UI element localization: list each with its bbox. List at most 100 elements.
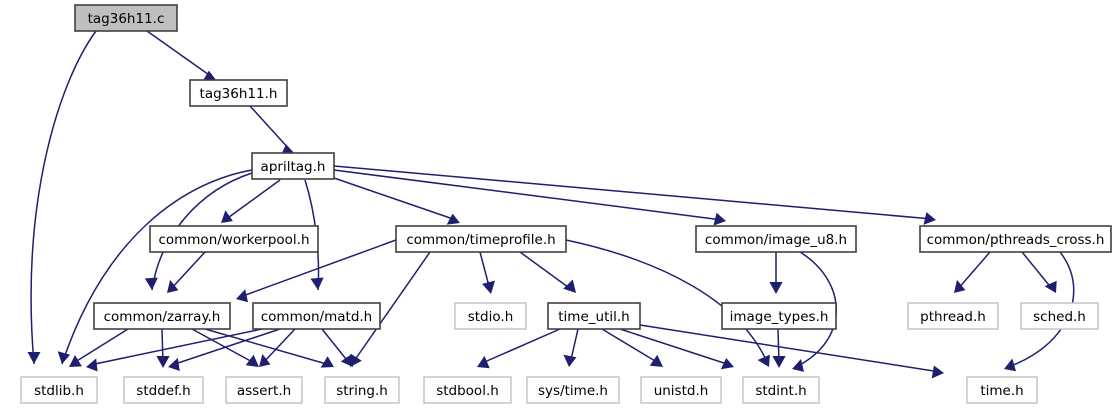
edge-timeprofile_h-to-time_util_h [519, 251, 573, 291]
node-sched_h[interactable]: sched.h [1020, 302, 1099, 330]
node-box-stdlib_h[interactable] [20, 376, 98, 404]
node-box-stdio_h[interactable] [454, 302, 527, 330]
arrowhead-zarray_h-to-stdlib_h [69, 355, 82, 367]
arrowhead-time_util_h-to-sys_time_h [563, 354, 577, 367]
arrowhead-pthreads_cross_h-to-sched_h [1044, 280, 1057, 293]
edge-pthreads_cross_h-to-pthread_h [956, 251, 991, 291]
edge-tag36h11_c-to-tag36h11_h [146, 30, 213, 78]
node-tag36h11_c[interactable]: tag36h11.c [74, 4, 178, 32]
arrowhead-timeprofile_h-to-stdint_h [757, 354, 770, 367]
node-assert_h[interactable]: assert.h [225, 376, 303, 404]
node-pthreads_cross_h[interactable]: common/pthreads_cross.h [919, 225, 1112, 253]
node-workerpool_h[interactable]: common/workerpool.h [149, 225, 319, 253]
arrowhead-workerpool_h-to-zarray_h [167, 279, 179, 293]
arrowhead-matd_h-to-assert_h [259, 354, 271, 367]
node-box-tag36h11_h[interactable] [189, 79, 288, 107]
arrowhead-apriltag_h-to-zarray_h [144, 277, 158, 290]
arrowhead-timeprofile_h-to-time_util_h [563, 279, 576, 293]
arrowhead-apriltag_h-to-image_u8_h [713, 212, 726, 226]
arrowhead-pthreads_cross_h-to-time_h [1004, 358, 1016, 372]
edge-tag36h11_c-to-stdlib_h [30, 30, 97, 365]
arrowhead-time_util_h-to-stdint_h [720, 358, 734, 370]
arrowhead-image_types_h-to-stdint_h [772, 356, 786, 368]
node-box-image_types_h[interactable] [721, 302, 837, 330]
arrowhead-matd_h-to-string_h [340, 354, 353, 367]
arrowhead-zarray_h-to-assert_h [245, 354, 259, 367]
edge-timeprofile_h-to-string_h [351, 251, 431, 365]
node-box-stdbool_h[interactable] [423, 376, 512, 404]
node-time_h[interactable]: time.h [966, 376, 1038, 404]
node-box-tag36h11_c[interactable] [74, 4, 178, 32]
edge-time_util_h-to-time_h [639, 324, 941, 373]
node-box-stddef_h[interactable] [123, 376, 204, 404]
node-image_types_h[interactable]: image_types.h [721, 302, 837, 330]
edge-workerpool_h-to-zarray_h [169, 251, 206, 291]
arrowhead-image_u8_h-to-image_types_h [769, 282, 783, 294]
node-unistd_h[interactable]: unistd.h [640, 376, 722, 404]
node-box-timeprofile_h[interactable] [395, 225, 567, 253]
edge-matd_h-to-string_h [321, 328, 351, 365]
edge-time_util_h-to-stdint_h [619, 328, 731, 366]
node-box-workerpool_h[interactable] [149, 225, 319, 253]
node-stdbool_h[interactable]: stdbool.h [423, 376, 512, 404]
arrowhead-apriltag_h-to-timeprofile_h [446, 213, 460, 225]
edge-matd_h-to-stddef_h [171, 328, 281, 366]
node-box-time_util_h[interactable] [547, 302, 641, 330]
node-box-zarray_h[interactable] [93, 302, 231, 330]
node-time_util_h[interactable]: time_util.h [547, 302, 641, 330]
arrowhead-time_util_h-to-unistd_h [649, 354, 663, 367]
node-box-stdint_h[interactable] [742, 376, 820, 404]
arrowhead-apriltag_h-to-pthreads_cross_h [923, 212, 936, 225]
arrowhead-zarray_h-to-string_h [320, 356, 334, 368]
arrowhead-matd_h-to-stddef_h [168, 357, 180, 371]
edge-timeprofile_h-to-zarray_h [239, 239, 397, 298]
node-box-image_u8_h[interactable] [695, 225, 857, 253]
node-box-pthreads_cross_h[interactable] [919, 225, 1112, 253]
arrowhead-tag36h11_c-to-tag36h11_h [202, 70, 216, 82]
node-stddef_h[interactable]: stddef.h [123, 376, 204, 404]
arrowhead-apriltag_h-to-workerpool_h [221, 210, 233, 223]
node-pthread_h[interactable]: pthread.h [907, 302, 999, 330]
arrowhead-image_u8_h-to-stdint_h [792, 359, 804, 372]
node-box-pthread_h[interactable] [907, 302, 999, 330]
edge-matd_h-to-stdlib_h [89, 328, 263, 366]
edge-apriltag_h-to-timeprofile_h [333, 177, 457, 221]
node-zarray_h[interactable]: common/zarray.h [93, 302, 231, 330]
edge-timeprofile_h-to-stdint_h [565, 239, 769, 365]
node-sys_time_h[interactable]: sys/time.h [526, 376, 620, 404]
node-string_h[interactable]: string.h [324, 376, 400, 404]
arrowhead-timeprofile_h-to-string_h [350, 353, 362, 367]
edge-matd_h-to-assert_h [261, 328, 296, 365]
arrowhead-matd_h-to-stdlib_h [86, 358, 98, 372]
edge-apriltag_h-to-workerpool_h [224, 179, 281, 221]
edge-apriltag_h-to-image_u8_h [333, 169, 723, 221]
arrowhead-pthreads_cross_h-to-pthread_h [954, 279, 966, 293]
node-apriltag_h[interactable]: apriltag.h [251, 152, 335, 180]
node-image_u8_h[interactable]: common/image_u8.h [695, 225, 857, 253]
node-box-string_h[interactable] [324, 376, 400, 404]
node-box-sched_h[interactable] [1020, 302, 1099, 330]
node-box-apriltag_h[interactable] [251, 152, 335, 180]
node-tag36h11_h[interactable]: tag36h11.h [189, 79, 288, 107]
edge-zarray_h-to-assert_h [191, 328, 257, 365]
node-box-unistd_h[interactable] [640, 376, 722, 404]
arrowhead-apriltag_h-to-matd_h [310, 277, 324, 290]
node-stdio_h[interactable]: stdio.h [454, 302, 527, 330]
edge-apriltag_h-to-zarray_h [151, 172, 253, 291]
node-matd_h[interactable]: common/matd.h [252, 302, 381, 330]
arrowhead-time_util_h-to-stdbool_h [477, 355, 490, 369]
arrowhead-zarray_h-to-stddef_h [156, 356, 170, 368]
node-box-sys_time_h[interactable] [526, 376, 620, 404]
edge-pthreads_cross_h-to-sched_h [1021, 251, 1054, 291]
node-box-assert_h[interactable] [225, 376, 303, 404]
arrowhead-time_util_h-to-time_h [931, 365, 944, 379]
node-box-time_h[interactable] [966, 376, 1038, 404]
node-box-matd_h[interactable] [252, 302, 381, 330]
arrowhead-timeprofile_h-to-zarray_h [236, 289, 248, 303]
node-timeprofile_h[interactable]: common/timeprofile.h [395, 225, 567, 253]
node-stdint_h[interactable]: stdint.h [742, 376, 820, 404]
edge-apriltag_h-to-pthreads_cross_h [333, 165, 933, 220]
node-stdlib_h[interactable]: stdlib.h [20, 376, 98, 404]
